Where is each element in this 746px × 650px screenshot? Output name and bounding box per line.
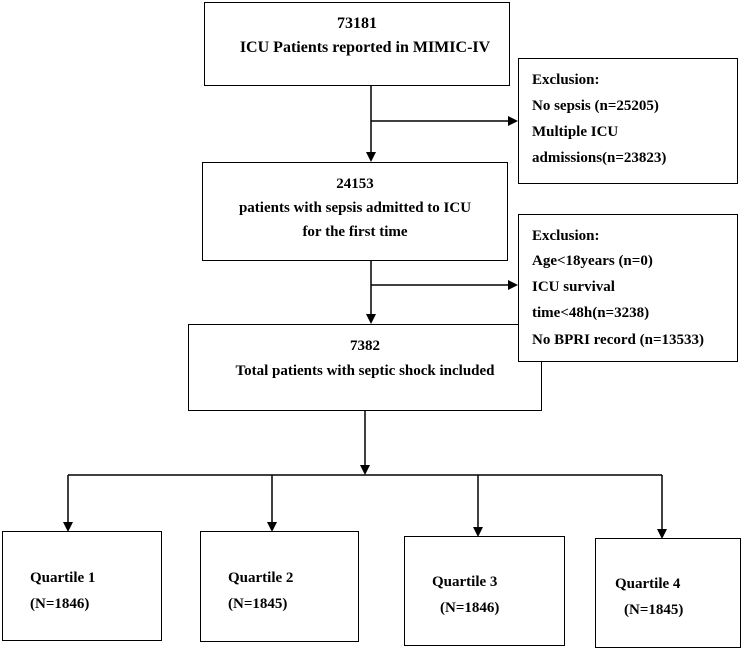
exclusion-1-line-2: Multiple ICU bbox=[532, 124, 619, 140]
quartile-1-count: (N=1846) bbox=[30, 596, 90, 612]
quartile-3-count: (N=1846) bbox=[440, 600, 500, 616]
exclusion-1-line-1: No sepsis (n=25205) bbox=[532, 98, 659, 114]
box-total-icu-patients-label: ICU Patients reported in MIMIC-IV bbox=[239, 39, 491, 56]
quartile-3-label: Quartile 3 bbox=[432, 574, 498, 590]
exclusion-2-line-1: Age<18years (n=0) bbox=[532, 253, 653, 269]
exclusion-1-line-3: admissions(n=23823) bbox=[532, 150, 667, 166]
box-sepsis-first-icu-label-1: patients with sepsis admitted to ICU bbox=[238, 200, 472, 216]
quartile-4-count: (N=1845) bbox=[624, 602, 684, 618]
exclusion-2-heading: Exclusion: bbox=[532, 228, 600, 244]
quartile-2-count: (N=1845) bbox=[228, 596, 288, 612]
box-sepsis-first-icu-label-2: for the first time bbox=[302, 224, 408, 240]
box-total-icu-patients bbox=[204, 2, 510, 86]
exclusion-2-line-2: ICU survival bbox=[532, 279, 615, 295]
exclusion-box-1 bbox=[518, 58, 738, 184]
box-sepsis-first-icu-count: 24153 bbox=[336, 176, 374, 192]
quartile-4-label: Quartile 4 bbox=[615, 576, 681, 592]
exclusion-2-line-3: time<48h(n=3238) bbox=[532, 305, 650, 321]
exclusion-box-2 bbox=[518, 214, 738, 362]
box-septic-shock-count: 7382 bbox=[350, 338, 380, 354]
exclusion-2-line-4: No BPRI record (n=13533) bbox=[532, 332, 705, 348]
quartile-box-1 bbox=[2, 531, 162, 641]
exclusion-1-heading: Exclusion: bbox=[532, 72, 600, 88]
quartile-2-label: Quartile 2 bbox=[228, 570, 294, 586]
quartile-box-4 bbox=[595, 538, 741, 648]
box-sepsis-first-icu bbox=[202, 162, 508, 261]
quartile-box-2 bbox=[200, 531, 359, 642]
box-total-icu-patients-count: 73181 bbox=[337, 15, 377, 32]
box-septic-shock-included bbox=[188, 324, 542, 411]
box-septic-shock-label: Total patients with septic shock include… bbox=[235, 363, 495, 379]
quartile-box-3 bbox=[404, 536, 565, 646]
quartile-1-label: Quartile 1 bbox=[30, 570, 96, 586]
